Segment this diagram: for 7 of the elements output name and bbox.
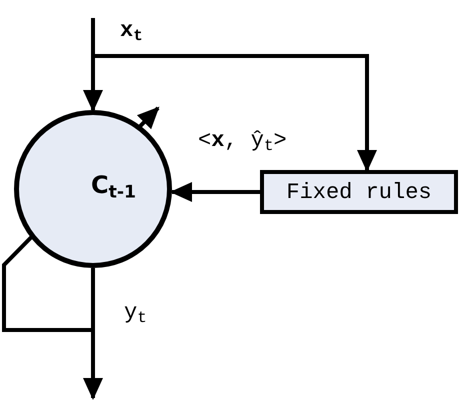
state-label: C$_{t-1}$ [91,171,136,199]
process-box: Fixed rules [260,170,458,214]
input-label: x$_{t}$ [120,18,143,43]
arrow [83,268,103,400]
arrow [170,182,260,202]
arrow [93,54,377,172]
arrow [83,18,103,112]
